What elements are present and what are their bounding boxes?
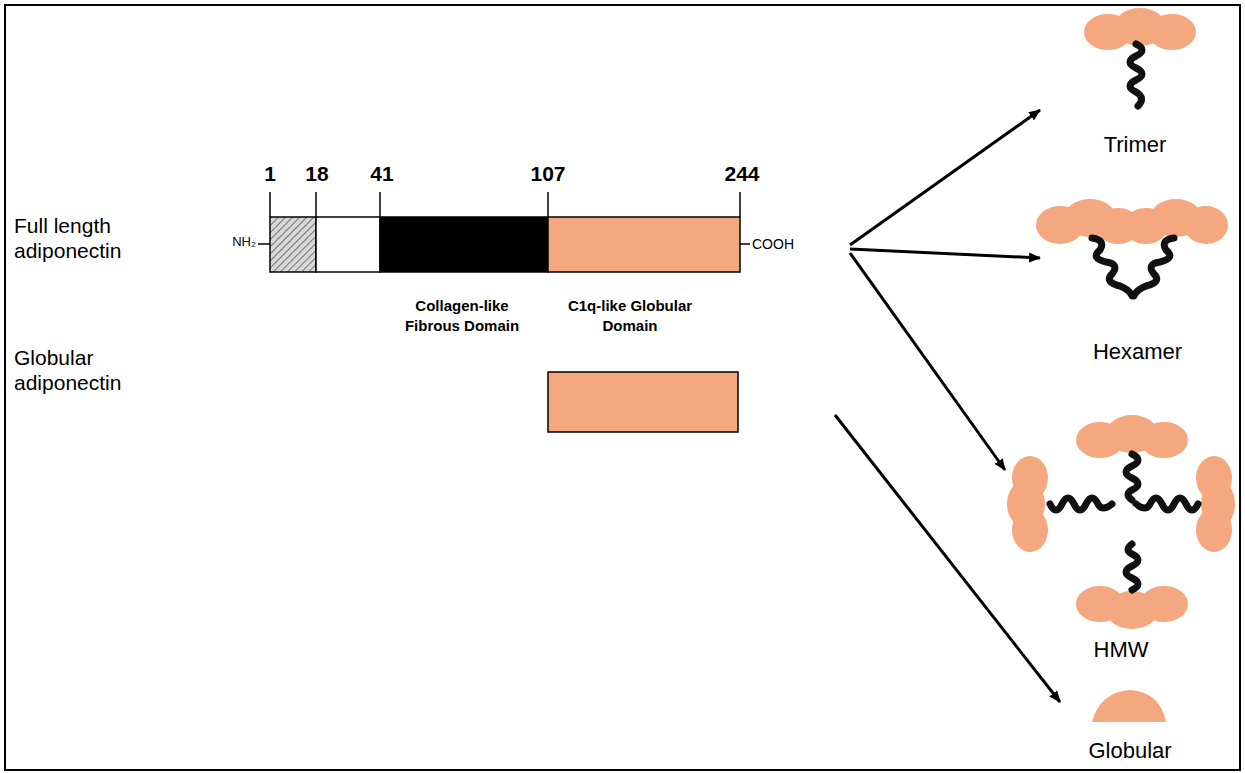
full-length-protein: Full length adiponectin — [8, 195, 850, 280]
arrow-connector — [850, 253, 1005, 470]
residue-number: 18 — [305, 160, 328, 187]
node-label: Full length adiponectin — [14, 213, 189, 263]
terminus-label: COOH — [752, 235, 794, 253]
hexamer-structure: Hexamer — [1040, 195, 1235, 367]
residue-number: 1 — [264, 160, 276, 187]
terminus-label: NH₂ — [216, 234, 256, 251]
arrow-connector — [850, 110, 1040, 245]
node-label: Hexamer — [1040, 339, 1235, 365]
node-label: HMW — [1005, 637, 1237, 663]
arrow-connector — [850, 249, 1040, 258]
tick-marks — [270, 192, 740, 217]
residue-number: 244 — [724, 160, 759, 187]
hmw-figure — [1007, 415, 1235, 629]
arrow-connector — [835, 415, 1060, 702]
globular-bar — [548, 372, 738, 432]
residue-number: 107 — [530, 160, 565, 187]
domain-label: C1q-like Globular Domain — [560, 296, 700, 335]
node-label: Trimer — [1040, 132, 1230, 158]
globular-figure — [1092, 690, 1166, 722]
hmw-structure: HMW — [1005, 415, 1237, 665]
domain-label: Collagen-like Fibrous Domain — [387, 296, 537, 335]
trimer-figure — [1084, 8, 1196, 106]
hexamer-figure — [1036, 199, 1228, 296]
globular-protein: Globular adiponectin — [8, 345, 835, 435]
residue-number: 41 — [370, 160, 393, 187]
frame — [5, 5, 1240, 770]
node-label: Globular adiponectin — [14, 345, 189, 395]
trimer-structure: Trimer — [1040, 10, 1230, 160]
globular-structure: Globular — [1060, 680, 1200, 766]
node-label: Globular — [1060, 738, 1200, 764]
full-length-bar — [258, 217, 750, 272]
